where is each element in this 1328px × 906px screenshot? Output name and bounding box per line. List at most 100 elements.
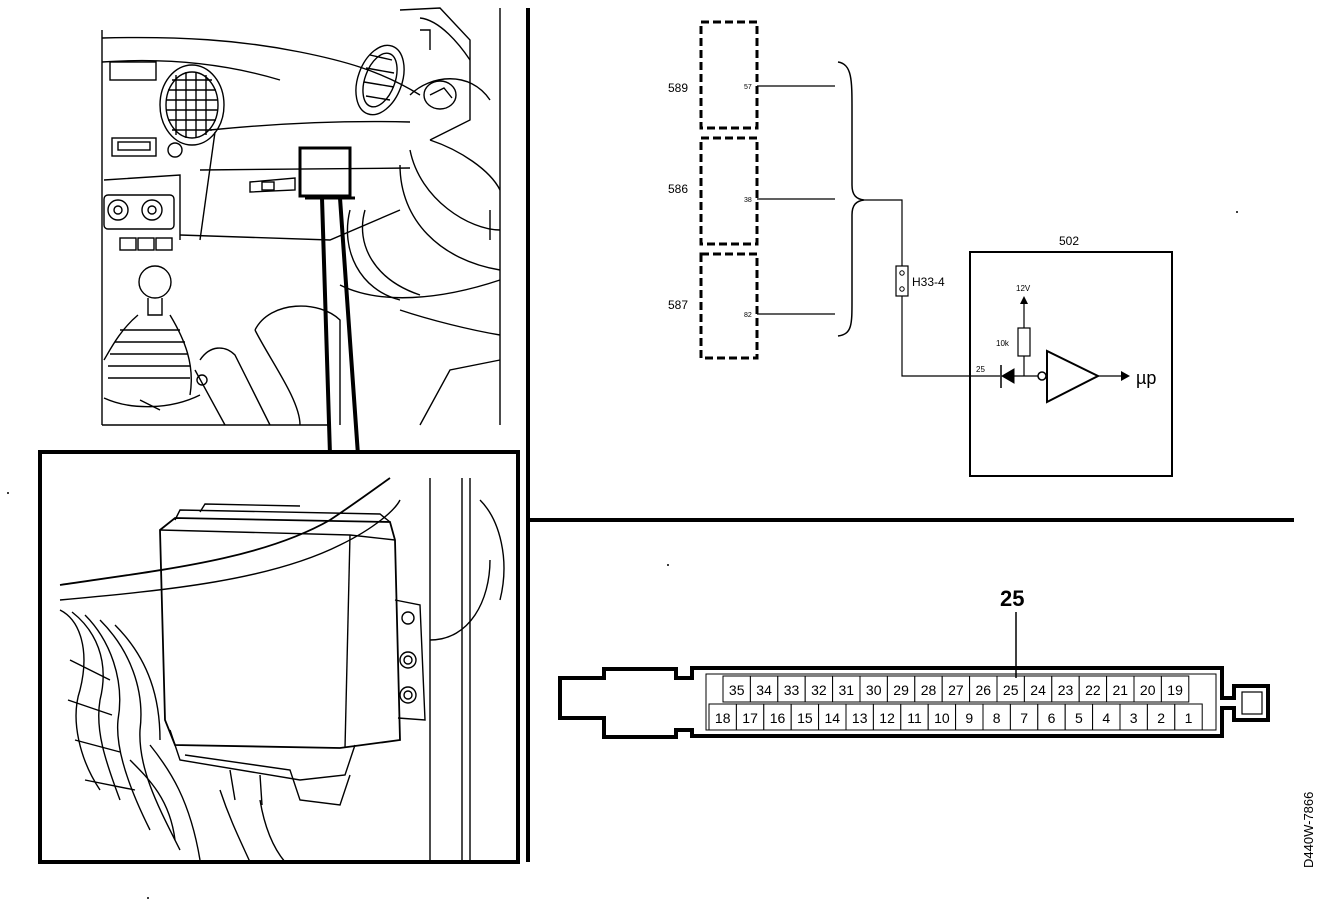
pin-cell-3 <box>1119 703 1148 731</box>
pin-number-16: 16 <box>770 710 786 726</box>
pin-cell-31 <box>832 675 861 703</box>
component-589-pin: 57 <box>744 84 752 91</box>
pin-cell-2 <box>1146 703 1176 731</box>
pin-number-5: 5 <box>1075 710 1083 726</box>
connector-label: H33-4 <box>912 275 945 289</box>
supply-arrow <box>1020 296 1028 304</box>
pin-cell-5 <box>1064 703 1094 731</box>
pin-number-7: 7 <box>1020 710 1028 726</box>
pin-number-34: 34 <box>756 682 772 698</box>
pin-cell-14 <box>818 703 847 731</box>
pin-number-9: 9 <box>965 710 973 726</box>
pin-number-26: 26 <box>976 682 992 698</box>
pin-number-10: 10 <box>934 710 950 726</box>
supply-label: 12V <box>1016 284 1031 293</box>
resistor-label: 10k <box>996 339 1010 348</box>
pin-cell-33 <box>777 675 806 703</box>
pin-cell-21 <box>1106 675 1135 703</box>
component-586-box <box>699 136 759 246</box>
component-586-pin: 38 <box>744 197 752 204</box>
output-arrow <box>1121 371 1130 381</box>
pin-cell-12 <box>872 703 902 731</box>
diode-symbol <box>1001 368 1015 384</box>
pin-number-32: 32 <box>811 682 827 698</box>
pin-cell-19 <box>1160 675 1190 703</box>
speck <box>1236 211 1238 213</box>
pin-cell-26 <box>969 675 998 703</box>
pin-number-19: 19 <box>1167 682 1183 698</box>
control-unit-label: 502 <box>1059 234 1079 248</box>
schematic: 589 586 587 57 38 82 H33-4 502 25 10k <box>668 20 1173 477</box>
component-589-box <box>699 20 759 130</box>
connector-latch <box>1241 691 1263 715</box>
pin-number-14: 14 <box>825 710 841 726</box>
pin-cell-11 <box>900 703 929 731</box>
pin-number-12: 12 <box>879 710 895 726</box>
output-label: µp <box>1136 368 1156 388</box>
component-589-label: 589 <box>668 81 688 95</box>
inverter-bubble <box>1037 371 1047 381</box>
pin-cell-9 <box>955 703 984 731</box>
pin-number-35: 35 <box>729 682 745 698</box>
pin-number-30: 30 <box>866 682 882 698</box>
pin-number-21: 21 <box>1113 682 1129 698</box>
component-586-label: 586 <box>668 182 688 196</box>
pin-cell-32 <box>804 675 834 703</box>
pin-cell-4 <box>1092 703 1121 731</box>
pin-number-11: 11 <box>907 710 922 726</box>
pin-cell-10 <box>927 703 957 731</box>
inline-connector-pin <box>899 270 905 276</box>
inline-connector-pin <box>899 286 905 292</box>
pin-number-1: 1 <box>1185 710 1193 726</box>
pin-number-6: 6 <box>1048 710 1056 726</box>
pullup-resistor <box>1017 327 1031 357</box>
speck <box>7 492 9 494</box>
pin-number-2: 2 <box>1157 710 1165 726</box>
component-587-box <box>699 252 759 360</box>
dashboard-illustration <box>101 7 501 426</box>
pin-number-23: 23 <box>1058 682 1074 698</box>
component-587-label: 587 <box>668 298 688 312</box>
inline-connector <box>895 265 909 297</box>
pin-number-17: 17 <box>742 710 758 726</box>
pin-number-24: 24 <box>1030 682 1046 698</box>
pin-cell-25 <box>996 675 1025 703</box>
pin-cell-20 <box>1133 675 1162 703</box>
pin-cell-16 <box>763 703 792 731</box>
pin-number-20: 20 <box>1140 682 1156 698</box>
pin-cell-29 <box>886 675 916 703</box>
pin-number-29: 29 <box>893 682 909 698</box>
pin-cell-24 <box>1023 675 1053 703</box>
pin-number-31: 31 <box>839 682 855 698</box>
buffer-triangle <box>1046 349 1101 404</box>
wire-brace <box>837 61 865 337</box>
pin-cell-1 <box>1174 703 1203 731</box>
pin-number-27: 27 <box>948 682 964 698</box>
pin-number-25: 25 <box>1003 682 1019 698</box>
pin-number-4: 4 <box>1102 710 1110 726</box>
figure-code: D440W-7866 <box>1301 792 1316 868</box>
pin-number-33: 33 <box>784 682 800 698</box>
control-unit-box <box>969 251 1173 477</box>
speck <box>147 897 149 899</box>
wire-to-control-unit <box>864 199 1000 377</box>
pin-cell-27 <box>941 675 971 703</box>
speck <box>667 564 669 566</box>
pin-number-8: 8 <box>993 710 1001 726</box>
pin-number-18: 18 <box>715 710 731 726</box>
control-module-detail <box>59 477 505 863</box>
component-587-pin: 82 <box>744 312 752 319</box>
pin-number-15: 15 <box>797 710 813 726</box>
callout-pointer <box>320 197 360 456</box>
pin-callout-label: 25 <box>1000 586 1024 611</box>
pin-cell-35 <box>722 675 751 703</box>
pin-cell-22 <box>1078 675 1108 703</box>
pin-number-22: 22 <box>1085 682 1101 698</box>
control-unit-pin-label: 25 <box>976 365 985 374</box>
pin-cell-28 <box>914 675 943 703</box>
pin-cell-13 <box>845 703 874 731</box>
